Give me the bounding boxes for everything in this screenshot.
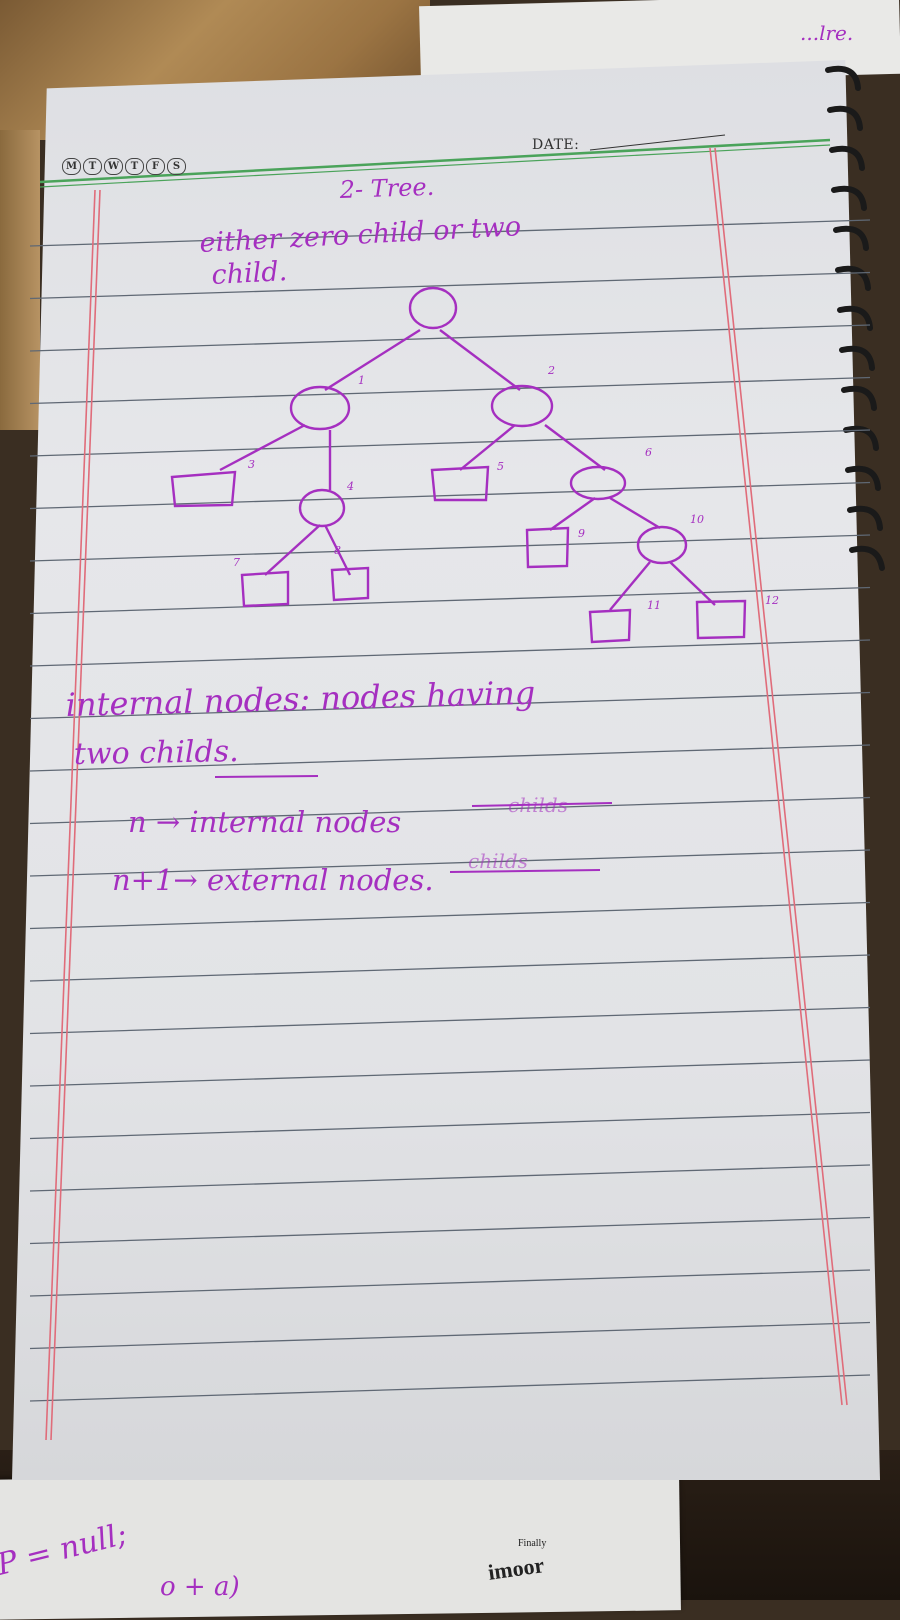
childs-underline bbox=[214, 775, 319, 778]
ruled-line bbox=[29, 219, 871, 247]
notebook-page bbox=[12, 60, 880, 1480]
bottom-scrap-code: P = null; bbox=[0, 1517, 130, 1583]
formula-2-struck: childs bbox=[468, 849, 528, 873]
svg-text:5: 5 bbox=[497, 460, 504, 473]
date-underline bbox=[589, 134, 726, 151]
tree-leaf-9 bbox=[525, 526, 570, 569]
svg-text:2: 2 bbox=[547, 364, 555, 377]
top-scrap-label: ...lre. bbox=[800, 21, 853, 45]
binary-tree-diagram bbox=[170, 286, 747, 644]
ruled-lines bbox=[29, 219, 871, 1402]
note-line-2: child. bbox=[211, 256, 288, 291]
weekday-f: F bbox=[146, 158, 165, 175]
tree-leaf-12 bbox=[695, 599, 747, 640]
ruled-line bbox=[29, 954, 871, 982]
ruled-line bbox=[29, 271, 871, 300]
ruled-line bbox=[29, 744, 871, 772]
ruled-line bbox=[29, 691, 871, 720]
ruled-line bbox=[29, 1216, 871, 1245]
note-line-1: either zero child or two bbox=[199, 211, 522, 259]
definition-line-1: internal nodes: nodes having bbox=[65, 674, 536, 724]
tree-node-1 bbox=[289, 385, 351, 431]
formula-2: n+1→ external nodes. bbox=[112, 863, 434, 897]
formula-2-strikethrough bbox=[449, 869, 601, 873]
tree-node-6 bbox=[569, 465, 627, 501]
weekday-m: M bbox=[62, 158, 81, 175]
weekday-t: T bbox=[83, 158, 102, 175]
svg-text:7: 7 bbox=[233, 556, 240, 569]
tree-node-root bbox=[408, 286, 458, 330]
svg-text:12: 12 bbox=[765, 594, 779, 607]
tree-leaf-8 bbox=[330, 566, 370, 602]
tree-leaf-7 bbox=[240, 570, 290, 608]
svg-text:8: 8 bbox=[334, 544, 341, 557]
top-scrap-text: ...lre. bbox=[800, 21, 853, 45]
ruled-line bbox=[29, 1006, 871, 1035]
ruled-line bbox=[29, 481, 871, 510]
ruled-line bbox=[29, 1059, 871, 1087]
ruled-line bbox=[29, 1111, 871, 1140]
svg-text:4: 4 bbox=[346, 480, 354, 493]
ruled-line bbox=[29, 1321, 871, 1350]
ruled-line bbox=[29, 534, 871, 562]
ruled-line bbox=[29, 1164, 871, 1192]
ruled-line bbox=[29, 586, 871, 615]
ruled-line bbox=[29, 376, 871, 405]
tree-node-10 bbox=[636, 525, 688, 565]
weekday-w: W bbox=[104, 158, 123, 175]
date-label: DATE: bbox=[532, 137, 580, 153]
svg-text:11: 11 bbox=[647, 599, 661, 612]
ruled-line bbox=[29, 1269, 871, 1297]
tree-leaf-11 bbox=[588, 608, 632, 644]
weekday-th: T bbox=[125, 158, 144, 175]
ruled-line bbox=[29, 429, 871, 457]
bottom-scrap-code-2: o + a) bbox=[160, 1572, 240, 1600]
header-green-line-2 bbox=[39, 144, 831, 188]
tree-leaf-5 bbox=[430, 465, 490, 502]
formula-1: n → internal nodes bbox=[128, 805, 401, 839]
weekday-selector: M T W T F S bbox=[62, 158, 186, 175]
formula-1-strikethrough bbox=[471, 802, 613, 807]
spiral-binding bbox=[825, 65, 885, 571]
svg-text:6: 6 bbox=[645, 446, 652, 459]
note-title: 2- Tree. bbox=[338, 173, 434, 204]
weekday-s: S bbox=[167, 158, 186, 175]
ruled-line bbox=[29, 639, 871, 667]
definition-line-2: two childs. bbox=[74, 734, 239, 772]
svg-text:9: 9 bbox=[578, 527, 585, 540]
tree-node-4 bbox=[298, 488, 346, 528]
ruled-line bbox=[29, 1374, 871, 1402]
book-small-label: Finally bbox=[518, 1538, 547, 1549]
ruled-line bbox=[29, 796, 871, 825]
ruled-line bbox=[29, 849, 871, 877]
margin-lines bbox=[45, 147, 848, 1441]
ruled-line bbox=[29, 901, 871, 930]
tree-node-labels: 1 2 3 4 5 6 7 8 9 10 11 12 bbox=[233, 364, 779, 612]
tree-node-2 bbox=[490, 384, 554, 428]
svg-text:10: 10 bbox=[690, 513, 704, 526]
wood-desk-left bbox=[0, 130, 40, 430]
header-green-line bbox=[39, 138, 831, 184]
svg-text:3: 3 bbox=[248, 458, 255, 471]
tree-leaf-3 bbox=[170, 470, 237, 508]
svg-text:1: 1 bbox=[358, 374, 365, 387]
